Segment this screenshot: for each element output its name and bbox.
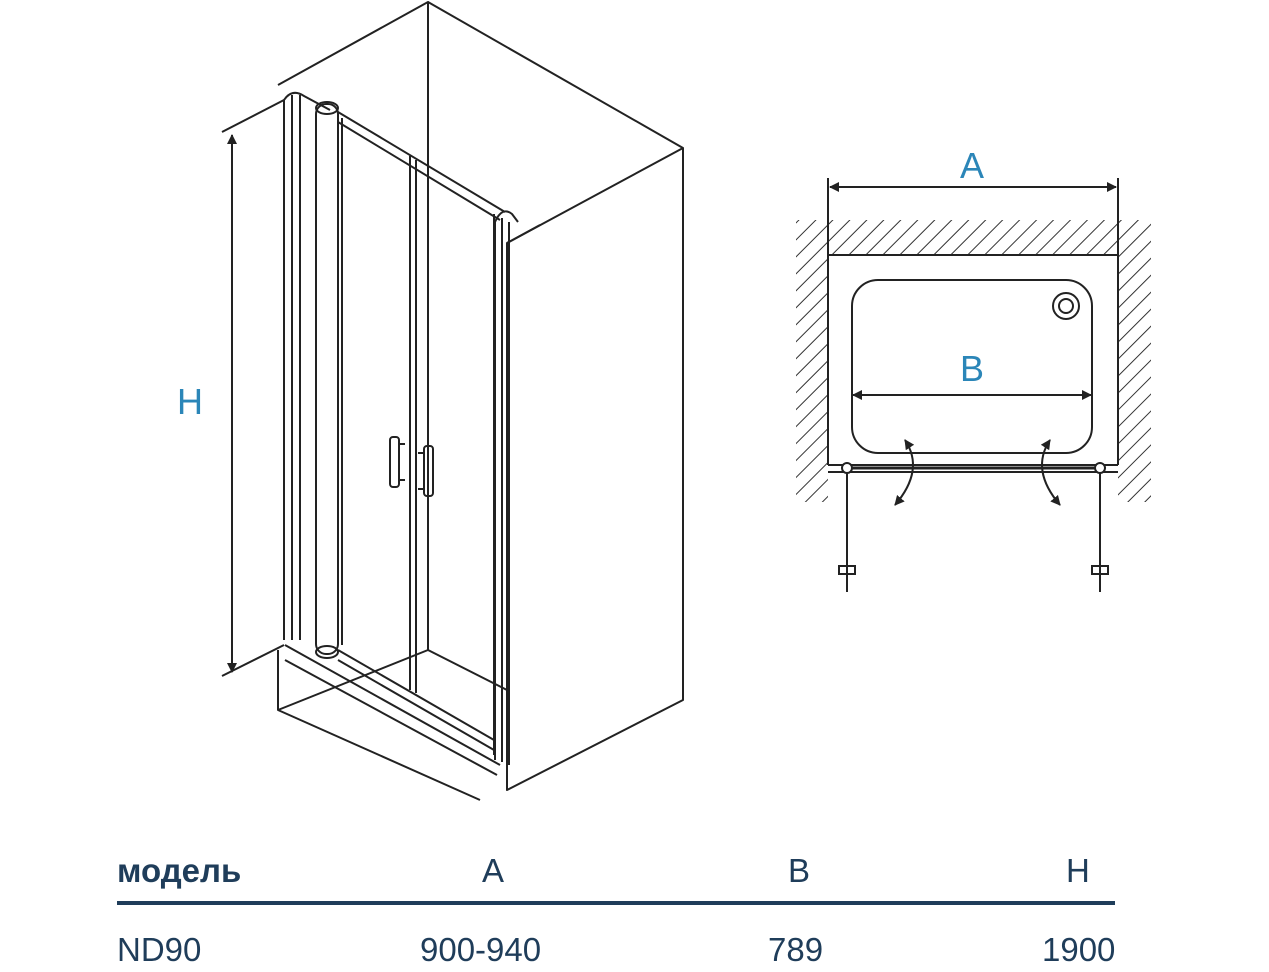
hinge-right	[1094, 462, 1106, 474]
height-dimension	[221, 99, 285, 677]
drain-outer	[1052, 292, 1080, 320]
header-model: модель	[117, 852, 242, 889]
left-profile	[283, 95, 301, 640]
shower-tray	[851, 279, 1093, 454]
right-wall-hatch	[1118, 220, 1151, 502]
plan-view	[796, 178, 1151, 592]
hinge-post	[315, 103, 339, 655]
floor-front-2	[284, 659, 498, 776]
floor-edge	[277, 650, 481, 801]
left-profile-top	[283, 91, 331, 111]
hinge-left	[841, 462, 853, 474]
right-profile	[494, 218, 510, 765]
top-wall-hatch	[828, 220, 1118, 255]
table-divider	[117, 901, 1115, 905]
floor-front	[284, 644, 501, 766]
header-h: H	[1066, 852, 1090, 889]
right-wall-top	[506, 224, 541, 244]
cell-a: 900-940	[420, 931, 542, 968]
perspective-view	[221, 1, 684, 801]
width-a-label: A	[960, 145, 984, 186]
swing-arrow-left	[894, 439, 915, 506]
left-back-wall	[277, 1, 429, 711]
back-wall-top	[427, 1, 684, 149]
right-wall	[506, 147, 684, 791]
cell-b: 789	[768, 931, 824, 968]
header-b: B	[788, 852, 811, 889]
swing-arrow-right	[1040, 439, 1061, 506]
header-a: A	[482, 852, 505, 889]
width-b-label: B	[960, 348, 984, 389]
cell-model: ND90	[117, 931, 202, 968]
left-wall-hatch	[796, 220, 828, 502]
cell-h: 1900	[1042, 931, 1116, 968]
door-handles	[389, 436, 434, 497]
drain-inner	[1058, 298, 1074, 314]
height-label: H	[177, 381, 203, 422]
